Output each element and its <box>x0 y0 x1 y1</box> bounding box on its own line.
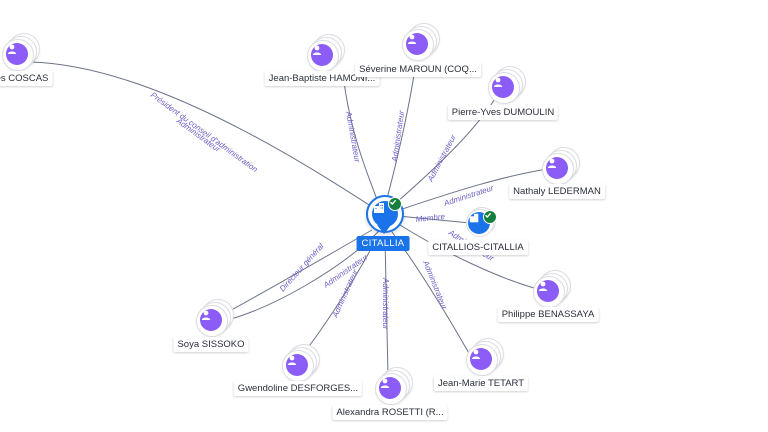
node-label-benassaya[interactable]: Philippe BENASSAYA <box>497 307 599 322</box>
node-label-coscas[interactable]: es COSCAS <box>0 71 53 86</box>
person-node-maroun[interactable] <box>400 23 440 63</box>
person-icon <box>379 377 401 399</box>
pin-tip <box>377 225 391 234</box>
node-label-rosetti[interactable]: Alexandra ROSETTI (R... <box>332 405 448 420</box>
node-label-lederman[interactable]: Nathaly LEDERMAN <box>509 184 605 199</box>
edge-label-hamoni: Administrateur <box>344 110 362 164</box>
person-node-dumoulin[interactable] <box>486 66 526 106</box>
edge-hamoni <box>343 81 382 211</box>
person-node-desforges[interactable] <box>280 344 320 384</box>
edge-label-tetart: Administrateur <box>421 258 449 310</box>
person-node-tetart[interactable] <box>464 338 504 378</box>
person-node-lederman[interactable] <box>540 147 580 187</box>
person-icon <box>546 157 568 179</box>
edge-lederman <box>386 167 556 215</box>
edge-label-maroun: Administrateur <box>390 110 406 164</box>
node-label-desforges[interactable]: Gwendoline DESFORGES... <box>233 381 363 396</box>
main-company-label[interactable]: CITALLIA <box>356 236 410 251</box>
person-icon <box>492 76 514 98</box>
node-label-maroun[interactable]: Séverine MAROUN (COQ... <box>355 62 481 77</box>
edge-label-sissoko-dg: Directeur général <box>278 242 326 294</box>
person-icon <box>537 280 559 302</box>
person-icon <box>286 354 308 376</box>
node-label-tetart[interactable]: Jean-Marie TETART <box>433 376 529 391</box>
node-label-hamoni[interactable]: Jean-Baptiste HAMONI... <box>264 71 380 86</box>
person-node-hamoni[interactable] <box>305 34 345 74</box>
person-icon <box>200 309 222 331</box>
person-node-sissoko[interactable] <box>194 299 234 339</box>
edge-rosetti <box>384 237 389 377</box>
edge-label-dumoulin: Administrateur <box>425 133 458 184</box>
edge-sissoko-2 <box>219 229 373 317</box>
edge-label-lederman: Administrateur <box>442 183 495 208</box>
person-icon <box>406 33 428 55</box>
edge-benassaya <box>399 224 546 292</box>
node-label-citallios[interactable]: CITALLIOS-CITALLIA <box>428 240 528 255</box>
edge-coscas <box>29 61 381 213</box>
edge-label-rosetti: Administrateur <box>381 277 390 330</box>
node-label-sissoko[interactable]: Soya SISSOKO <box>173 337 249 352</box>
person-node-rosetti[interactable] <box>373 367 413 407</box>
edge-label-coscas-president: Président du conseil d'administration <box>149 90 260 174</box>
edge-label-citallios: Membre <box>415 212 446 224</box>
person-node-benassaya[interactable] <box>531 270 571 310</box>
person-icon <box>6 43 28 65</box>
node-label-dumoulin[interactable]: Pierre-Yves DUMOULIN <box>447 105 559 120</box>
edge-citallios <box>397 215 471 224</box>
person-icon <box>470 348 492 370</box>
check-badge-icon <box>483 210 497 224</box>
person-icon <box>311 44 333 66</box>
check-badge-icon <box>388 197 402 211</box>
person-node-coscas[interactable] <box>0 33 40 73</box>
